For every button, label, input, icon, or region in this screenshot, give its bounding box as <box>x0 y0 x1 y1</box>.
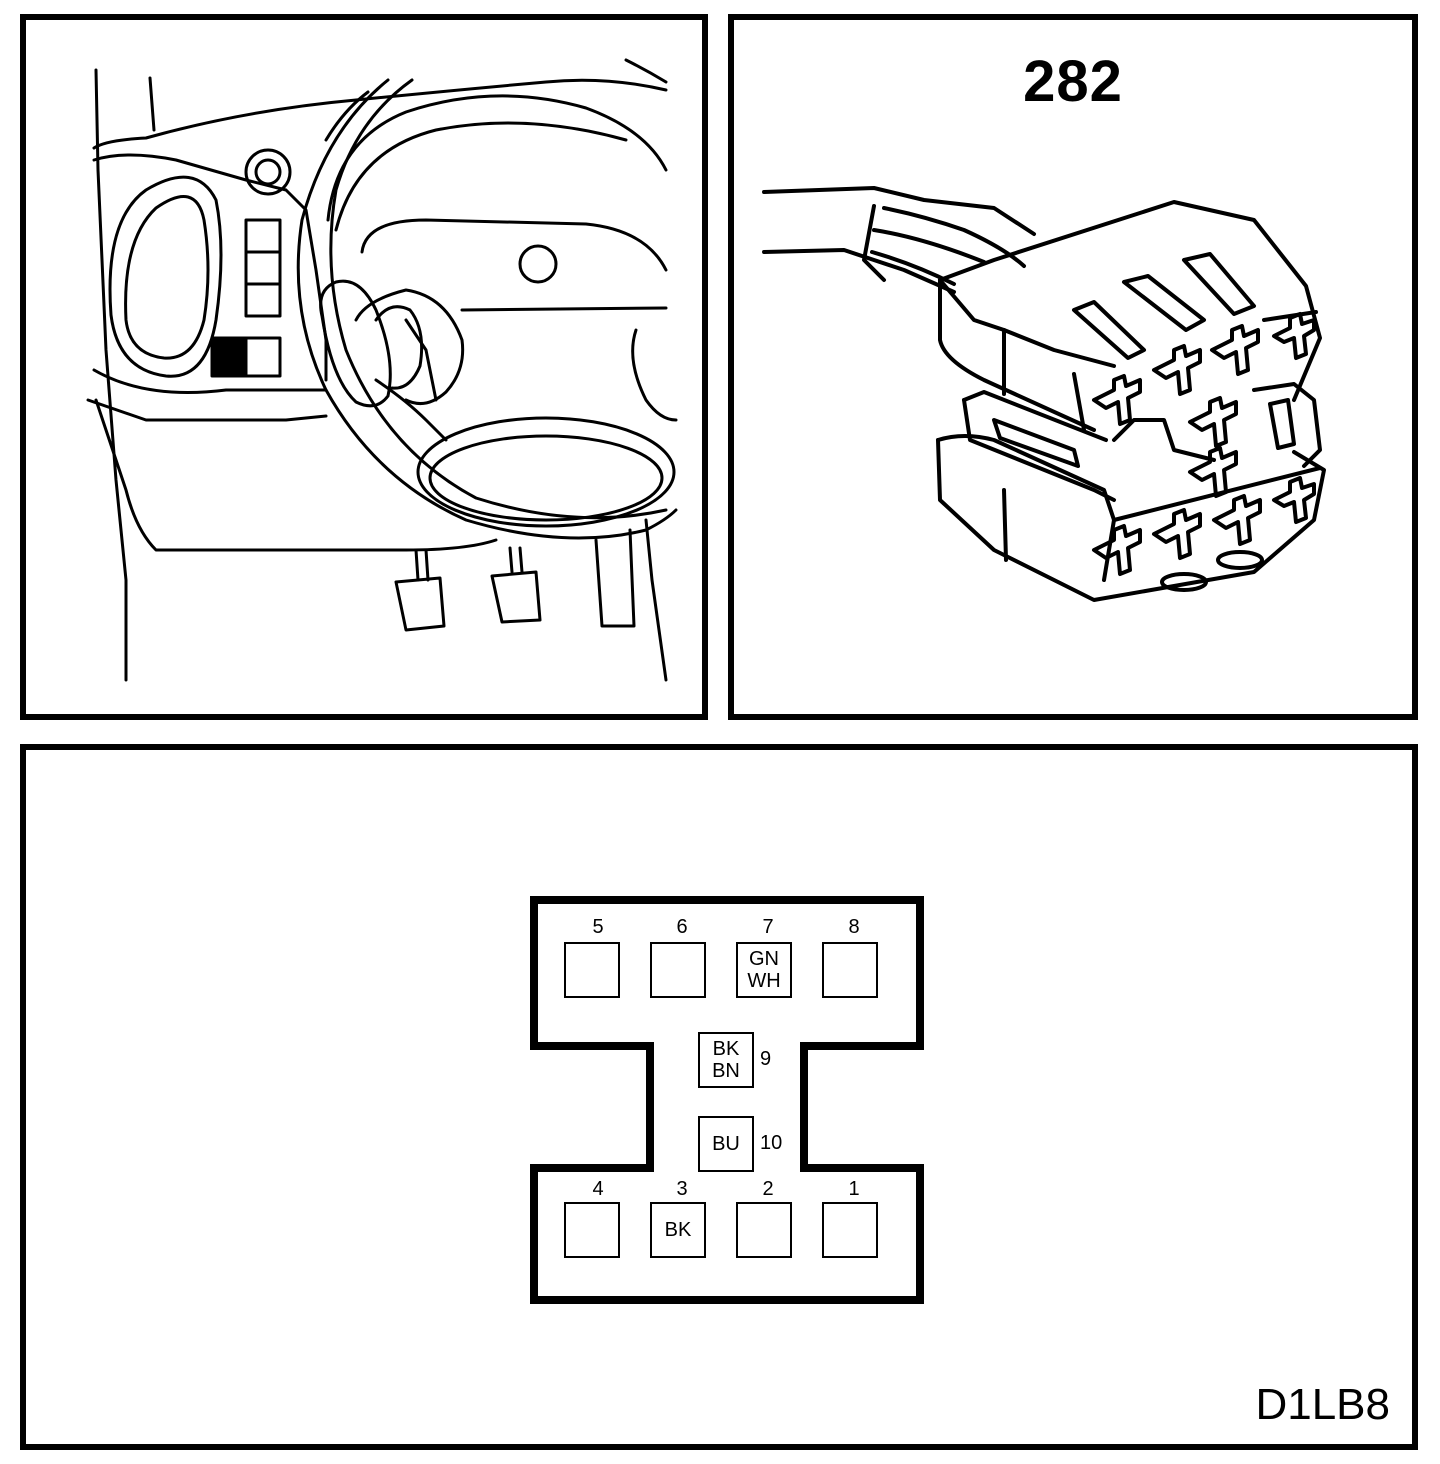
pin-number-3: 3 <box>676 1178 688 1200</box>
connector-face-outline <box>530 896 924 1304</box>
pin-number-6: 6 <box>676 916 688 938</box>
pin-cavity-5 <box>564 942 620 998</box>
wire-color-label: BK <box>712 1038 740 1060</box>
pin-number-4: 4 <box>592 1178 604 1200</box>
pin-number-1: 1 <box>848 1178 860 1200</box>
connector-view-panel: 282 <box>728 14 1418 720</box>
pin-cavity-2 <box>736 1202 792 1258</box>
connector-illustration <box>762 186 1326 602</box>
pin-number-9: 9 <box>760 1048 772 1070</box>
connector-number: 282 <box>1023 49 1123 114</box>
wire-color-label: BU <box>712 1133 740 1155</box>
pin-cavity-8 <box>822 942 878 998</box>
pin-number-5: 5 <box>592 916 604 938</box>
figure-code: D1LB8 <box>1255 1380 1390 1429</box>
wire-color-label: WH <box>747 970 781 992</box>
dashboard-illustration <box>86 58 678 682</box>
pin-cavity-4 <box>564 1202 620 1258</box>
wire-color-label: GN <box>749 948 779 970</box>
pin-number-10: 10 <box>760 1132 783 1154</box>
pin-cavity-1 <box>822 1202 878 1258</box>
pin-cavity-6 <box>650 942 706 998</box>
pin-cavity-3: BK <box>650 1202 706 1258</box>
pin-cavity-10: BU <box>698 1116 754 1172</box>
pin-number-7: 7 <box>762 916 774 938</box>
wire-color-label: BK <box>664 1219 692 1241</box>
location-view-panel <box>20 14 708 720</box>
pin-number-2: 2 <box>762 1178 774 1200</box>
pin-number-8: 8 <box>848 916 860 938</box>
wire-color-label: BN <box>712 1060 740 1082</box>
